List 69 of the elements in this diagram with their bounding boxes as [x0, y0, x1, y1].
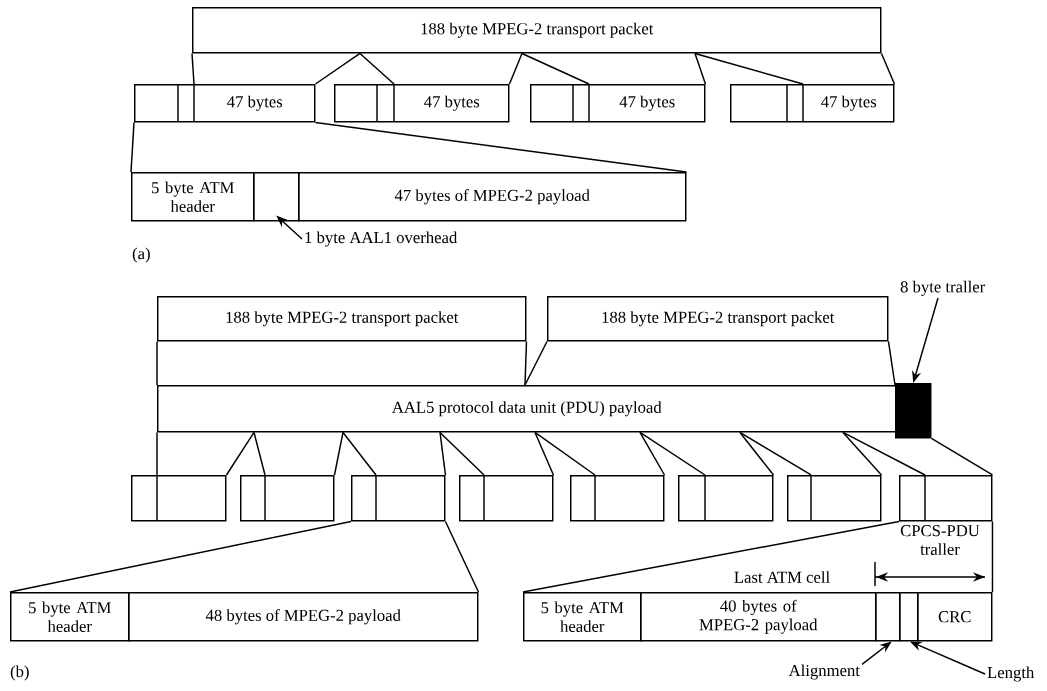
- cell-box: [131, 474, 227, 522]
- expansion-line: [694, 52, 707, 85]
- header-field: 5 byte ATM header: [523, 592, 642, 642]
- expansion-line: [522, 520, 900, 593]
- header-field: 5 byte ATM header: [10, 592, 130, 642]
- expansion-line: [639, 431, 666, 476]
- cell-box: 47 bytes: [530, 83, 706, 123]
- expansion-line: [191, 52, 195, 85]
- expansion-line: [842, 431, 883, 476]
- overhead-field: [253, 172, 300, 222]
- expansion-line: [694, 52, 804, 85]
- expansion-line: [524, 340, 548, 386]
- expansion-line: [880, 52, 896, 85]
- length-field: [899, 592, 919, 642]
- cell-box: [899, 474, 993, 522]
- expansion-line: [253, 431, 266, 476]
- expansion-line: [359, 52, 395, 85]
- cell-box: 47 bytes: [134, 83, 316, 123]
- crc-field: CRC: [917, 592, 993, 642]
- expansion-line: [314, 121, 688, 173]
- cell-box: [240, 474, 335, 522]
- expansion-line: [156, 431, 158, 476]
- expansion-line: [439, 431, 447, 476]
- expansion-line: [534, 431, 596, 476]
- expansion-line: [991, 520, 994, 593]
- expansion-line: [930, 437, 994, 476]
- pdu-box: AAL5 protocol data unit (PDU) payload: [157, 385, 897, 433]
- expansion-line: [225, 431, 255, 476]
- cell-box: [459, 474, 554, 522]
- expansion-line: [534, 431, 555, 476]
- panel-label: (b): [10, 665, 29, 681]
- dimension-label: Last ATM cell: [734, 571, 830, 583]
- expansion-line: [444, 520, 480, 593]
- dimension-label: CPCS-PDU traller: [900, 525, 980, 555]
- expansion-line: [739, 431, 775, 476]
- callout-text: Length: [987, 666, 1035, 682]
- callout-text: 8 byte traller: [900, 280, 986, 296]
- panel-label: (a): [132, 247, 150, 263]
- expansion-line: [521, 52, 590, 85]
- expansion-line: [342, 431, 377, 476]
- expansion-line: [439, 431, 485, 476]
- trailer-block: [895, 383, 932, 439]
- expansion-line: [887, 340, 896, 386]
- cell-box: [570, 474, 665, 522]
- expansion-line: [314, 52, 361, 85]
- payload-field: 40 bytes of MPEG-2 payload: [640, 592, 877, 642]
- packet-box: 188 byte MPEG-2 transport packet: [192, 7, 882, 54]
- expansion-line: [333, 431, 344, 476]
- alignment-field: [875, 592, 901, 642]
- packet-box: 188 byte MPEG-2 transport packet: [157, 296, 527, 342]
- cell-box: 47 bytes: [730, 83, 895, 123]
- payload-field: 47 bytes of MPEG-2 payload: [298, 172, 687, 222]
- packet-box: 188 byte MPEG-2 transport packet: [547, 296, 889, 342]
- callout-text: Alignment: [788, 664, 860, 680]
- cell-box: [787, 474, 882, 522]
- header-field: 5 byte ATM header: [131, 172, 255, 222]
- expansion-line: [508, 52, 523, 85]
- cell-box: 47 bytes: [334, 83, 510, 123]
- payload-field: 48 bytes of MPEG-2 payload: [128, 592, 479, 642]
- cell-box: [351, 474, 446, 522]
- expansion-line: [524, 340, 528, 386]
- expansion-line: [842, 431, 926, 476]
- expansion-line: [639, 431, 706, 476]
- expansion-line: [739, 431, 812, 476]
- expansion-line: [130, 121, 135, 173]
- expansion-line: [9, 520, 352, 593]
- cell-box: [678, 474, 774, 522]
- expansion-line: [156, 340, 158, 386]
- callout-text: 1 byte AAL1 overhead: [305, 231, 458, 247]
